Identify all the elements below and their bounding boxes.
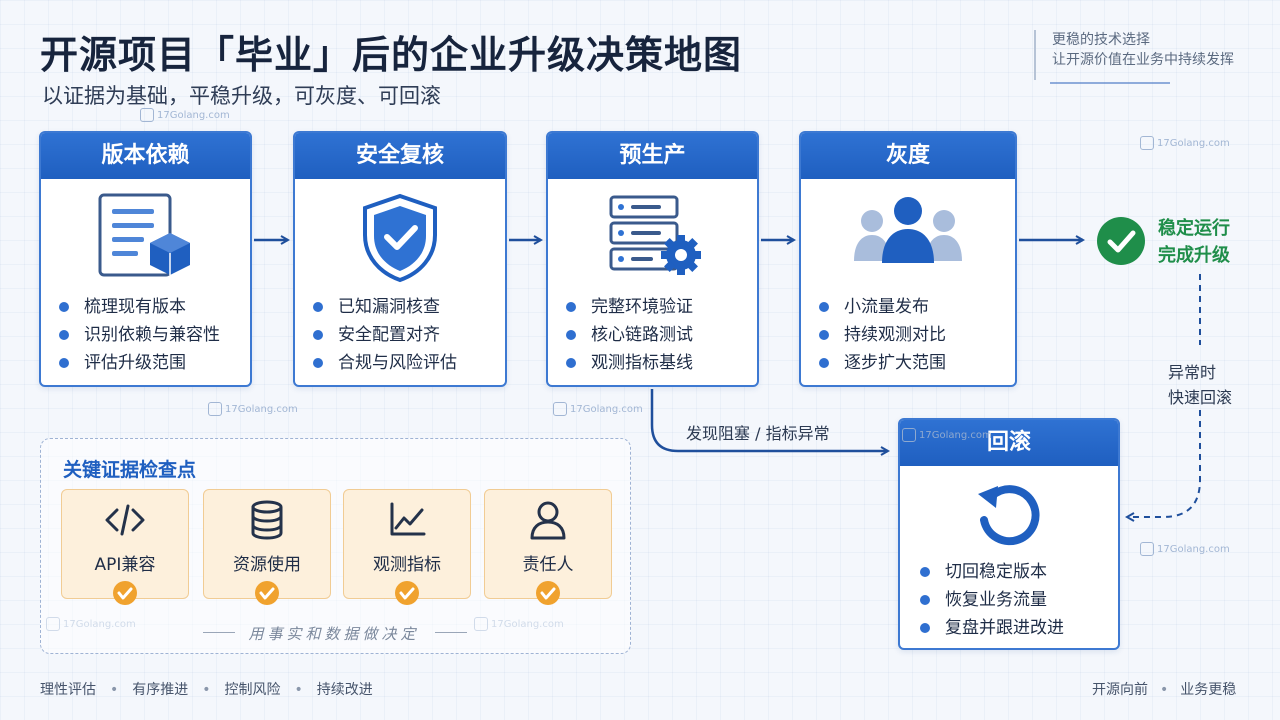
rollback-trigger-label: 异常时 快速回滚 [1168,360,1232,410]
separator-dot: • [1160,682,1169,698]
divider [435,632,467,633]
list-item: 逐步扩大范围 [819,349,946,377]
line-chart-icon [390,502,426,536]
stage-card-security-review: 安全复核 已知漏洞核查 安全配置对齐 合规与风险评估 [293,131,507,387]
check-circle-icon [395,581,419,605]
evidence-label: 资源使用 [233,555,301,575]
footer-item: 持续改进 [316,682,373,698]
watermark: 17Golang.com [553,402,643,416]
footer-item: 理性评估 [40,682,96,698]
evidence-item-resources: 资源使用 [203,489,331,605]
separator-dot: • [294,682,303,698]
stage-title: 灰度 [801,133,1015,179]
evidence-panel: 关键证据检查点 API兼容 资源使用 观测指标 [40,438,631,654]
separator-dot: • [110,682,119,698]
tagline-line-1: 更稳的技术选择 [1052,32,1150,48]
server-gear-icon [609,195,701,275]
stage-card-version-deps: 版本依赖 梳理现有版本 识别依赖与兼容性 评估升级范围 [39,131,252,387]
evidence-title: 关键证据检查点 [63,459,197,481]
stable-line-1: 稳定运行 [1158,218,1230,239]
stage-title: 版本依赖 [41,133,250,179]
list-item: 观测指标基线 [566,349,693,377]
check-circle-icon [113,581,137,605]
check-circle-icon [536,581,560,605]
page-subtitle: 以证据为基础，平稳升级，可灰度、可回滚 [42,84,441,108]
arrow-stable-to-rollback [1127,274,1201,517]
list-item: 梳理现有版本 [59,293,220,321]
evidence-label: API兼容 [94,555,156,575]
arrow-preprod-to-rollback [650,389,888,451]
stage-checklist: 小流量发布 持续观测对比 逐步扩大范围 [819,293,946,377]
rollback-card: 回滚 切回稳定版本 恢复业务流量 复盘并跟进改进 [898,418,1120,650]
evidence-footer: 用事实和数据做决定 [248,625,420,643]
code-icon [105,504,145,536]
separator-dot: • [202,682,211,698]
document-package-icon [98,193,190,277]
watermark-icon [553,402,567,416]
list-item: 持续观测对比 [819,321,946,349]
stage-checklist: 完整环境验证 核心链路测试 观测指标基线 [566,293,693,377]
footer-right: 开源向前 • 业务更稳 [1092,679,1236,699]
stage-checklist: 梳理现有版本 识别依赖与兼容性 评估升级范围 [59,293,220,377]
list-item: 核心链路测试 [566,321,693,349]
list-item: 合规与风险评估 [313,349,457,377]
footer-item: 开源向前 [1092,682,1148,698]
check-circle-icon [255,581,279,605]
watermark-icon [1140,136,1154,150]
tagline-line-2: 让开源价值在业务中持续发挥 [1052,52,1234,68]
evidence-label: 责任人 [522,555,574,575]
footer-item: 控制风险 [224,682,281,698]
list-item: 已知漏洞核查 [313,293,457,321]
watermark: 17Golang.com [902,428,992,442]
list-item: 评估升级范围 [59,349,220,377]
list-item: 恢复业务流量 [920,586,1064,614]
list-item: 复盘并跟进改进 [920,614,1064,642]
stage-checklist: 已知漏洞核查 安全配置对齐 合规与风险评估 [313,293,457,377]
stage-card-canary: 灰度 小流量发布 持续观测对比 逐步扩大范围 [799,131,1017,387]
evidence-item-metrics: 观测指标 [343,489,471,605]
list-item: 安全配置对齐 [313,321,457,349]
watermark: 17Golang.com [140,108,230,122]
divider [203,632,235,633]
page-title: 开源项目「毕业」后的企业升级决策地图 [40,33,743,77]
rollback-title: 回滚 [900,420,1118,466]
rollback-trigger-line-1: 异常时 [1168,363,1217,382]
evidence-item-owner: 责任人 [484,489,612,605]
watermark: 17Golang.com [1140,136,1230,150]
tagline-underline [1050,82,1170,84]
evidence-item-api: API兼容 [61,489,189,605]
list-item: 识别依赖与兼容性 [59,321,220,349]
list-item: 小流量发布 [819,293,946,321]
stable-status: 稳定运行 完成升级 [1158,215,1230,269]
watermark-icon [1140,542,1154,556]
evidence-label: 观测指标 [373,555,441,575]
person-icon [530,501,566,540]
blocked-label: 发现阻塞 / 指标异常 [686,424,830,443]
tagline: 更稳的技术选择 让开源价值在业务中持续发挥 [1034,30,1234,80]
watermark: 17Golang.com [1140,542,1230,556]
footer-item: 有序推进 [132,682,189,698]
stage-title: 预生产 [548,133,757,179]
database-icon [251,500,283,540]
stable-line-2: 完成升级 [1158,245,1230,266]
rotate-ccw-icon [978,485,1040,546]
rollback-trigger-line-2: 快速回滚 [1168,388,1233,407]
stage-title: 安全复核 [295,133,505,179]
watermark: 17Golang.com [208,402,298,416]
check-circle-icon [1097,217,1145,265]
rollback-checklist: 切回稳定版本 恢复业务流量 复盘并跟进改进 [920,558,1064,642]
watermark-icon [208,402,222,416]
list-item: 切回稳定版本 [920,558,1064,586]
shield-check-icon [363,193,437,283]
watermark-icon [140,108,154,122]
user-group-icon [854,197,962,263]
footer-left: 理性评估 • 有序推进 • 控制风险 • 持续改进 [40,679,373,699]
stage-card-preproduction: 预生产 完整环境验证 核心链路测试 观测指标基线 [546,131,759,387]
watermark-icon [902,428,916,442]
list-item: 完整环境验证 [566,293,693,321]
footer-item: 业务更稳 [1180,682,1237,698]
